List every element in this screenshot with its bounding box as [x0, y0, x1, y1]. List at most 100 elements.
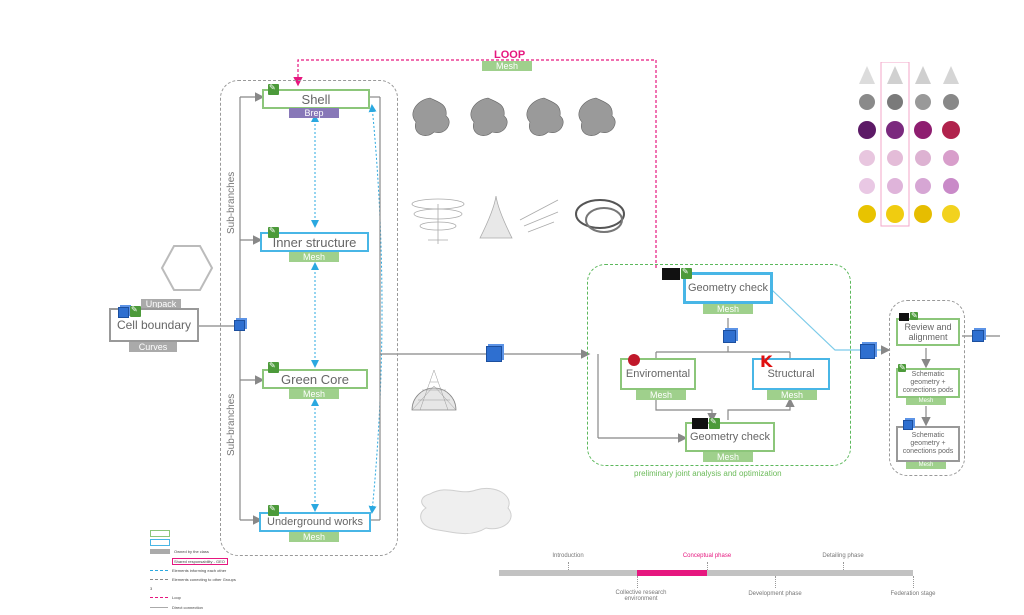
edit-icon	[898, 363, 906, 372]
shell-label: Shell	[301, 91, 331, 107]
legend-item-5: Elements conecting to other Groups	[172, 577, 236, 582]
cell-boundary-curves-tag: Curves	[129, 342, 177, 352]
enviromental-mesh-tag: Mesh	[636, 390, 686, 400]
timeline-label-introduction: Introduction	[552, 553, 584, 559]
timeline-tick	[637, 576, 639, 588]
legend-item-4: Elements informing each other	[172, 568, 227, 573]
edit-icon	[268, 361, 279, 373]
cell-boundary-label: Cell boundary	[116, 318, 192, 332]
hexagon-icon	[160, 245, 214, 291]
variant-grid	[850, 61, 970, 228]
legend-item-8: Direct connection	[172, 605, 203, 610]
geometry-check-top-label: Geometry check	[687, 282, 769, 294]
grasshopper-icon	[662, 268, 680, 280]
legend-item-2: Owned by the class	[174, 549, 209, 554]
legend-swatch-shared	[172, 558, 228, 565]
legend-item-6: 3	[150, 586, 153, 591]
geometry-check-bottom-label: Geometry check	[689, 431, 771, 443]
analysis-group	[587, 264, 851, 466]
timeline-tick	[913, 576, 915, 588]
geometry-check-bottom-mesh-tag: Mesh	[703, 452, 753, 462]
grasshopper-icon	[899, 313, 909, 321]
underground-works-thumbnail	[420, 488, 512, 535]
review-group	[889, 300, 965, 476]
legend: Owned by the class Shared responsability…	[148, 528, 236, 612]
inner-structure-thumbnails	[411, 195, 625, 244]
ladybug-icon	[628, 354, 640, 366]
shell-thumbnails	[412, 97, 616, 136]
underground-works-mesh-tag: Mesh	[289, 532, 339, 542]
cube-icon	[903, 420, 913, 430]
sub-branches-bottom-label: Sub-branches	[226, 393, 237, 456]
legend-swatch-gray	[150, 549, 170, 554]
timeline-label-development: Development phase	[748, 591, 802, 597]
timeline-label-federation: Federation stage	[890, 591, 936, 597]
edit-icon	[910, 311, 918, 320]
underground-works-node[interactable]: Underground works	[259, 512, 371, 532]
trunk-cube-icon	[234, 320, 245, 331]
loop-mesh-tag: Mesh	[482, 61, 532, 71]
structural-label: Structural	[767, 368, 815, 380]
green-core-thumbnail	[411, 369, 457, 411]
legend-item-7: Loop	[172, 595, 181, 600]
timeline-label-collective: Collective research environment	[615, 590, 667, 602]
structural-node[interactable]: Structural	[752, 358, 830, 390]
schematic-1-node[interactable]: Schematic geometry + conections pods	[896, 368, 960, 398]
enviromental-label: Enviromental	[625, 368, 691, 380]
underground-works-label: Underground works	[267, 516, 363, 528]
timeline-tick	[843, 562, 845, 570]
sub-branches-top-label: Sub-branches	[226, 171, 237, 234]
cube-icon	[118, 307, 129, 318]
timeline-label-conceptual: Conceptual phase	[682, 553, 732, 559]
timeline-tick	[775, 576, 777, 588]
legend-arrow-gray	[150, 579, 168, 580]
legend-arrow-blue	[150, 570, 168, 571]
edit-icon	[130, 305, 141, 317]
loop-title: LOOP	[494, 49, 526, 61]
karamba-icon: K	[760, 352, 773, 371]
green-core-label: Green Core	[281, 371, 349, 387]
timeline-tick	[568, 562, 570, 570]
schematic-2-label: Schematic geometry + conections pods	[902, 432, 954, 455]
legend-arrow-magenta	[150, 597, 168, 598]
shell-node[interactable]: Shell	[262, 89, 370, 109]
output-cube-icon	[972, 330, 984, 342]
shell-brep-tag: Brep	[289, 108, 339, 118]
green-core-node[interactable]: Green Core	[262, 369, 368, 389]
schematic-2-mesh-tag: Mesh	[906, 462, 946, 469]
inner-structure-mesh-tag: Mesh	[289, 252, 339, 262]
main-branch-group	[220, 80, 398, 556]
schematic-2-node[interactable]: Schematic geometry + conections pods	[896, 426, 960, 462]
edit-icon	[268, 226, 279, 238]
inner-structure-node[interactable]: Inner structure	[260, 232, 369, 252]
review-node[interactable]: Review and alignment	[896, 318, 960, 346]
edit-icon	[709, 417, 720, 429]
edit-icon	[268, 504, 279, 516]
review-label: Review and alignment	[904, 322, 952, 342]
timeline-tick	[707, 562, 709, 570]
geometry-check-top-mesh-tag: Mesh	[703, 304, 753, 314]
legend-swatch-blue	[150, 539, 170, 546]
review-input-cube-icon	[860, 344, 875, 359]
edit-icon	[268, 83, 279, 95]
legend-item-3: Shared responsability - GEO	[174, 559, 225, 564]
green-core-mesh-tag: Mesh	[289, 389, 339, 399]
cell-boundary-node[interactable]: Cell boundary	[109, 308, 199, 342]
schematic-1-label: Schematic geometry + conections pods	[902, 371, 954, 394]
inner-structure-label: Inner structure	[272, 234, 357, 250]
geometry-check-top-node[interactable]: Geometry check	[683, 272, 773, 304]
analysis-input-cube-icon	[486, 346, 502, 362]
grasshopper-icon	[692, 418, 708, 429]
legend-swatch-green	[150, 530, 170, 537]
timeline-current-phase	[637, 570, 707, 576]
geometry-check-cube-icon	[723, 330, 736, 343]
edit-icon	[681, 267, 692, 279]
schematic-1-mesh-tag: Mesh	[906, 398, 946, 405]
loop-line	[293, 59, 657, 268]
legend-line-gray	[150, 607, 168, 608]
cell-boundary-unpack-tag: Unpack	[141, 299, 181, 309]
analysis-group-caption: preliminary joint analysis and optimizat…	[634, 469, 782, 478]
structural-mesh-tag: Mesh	[767, 390, 817, 400]
timeline-label-detailing: Detailing phase	[822, 553, 864, 559]
